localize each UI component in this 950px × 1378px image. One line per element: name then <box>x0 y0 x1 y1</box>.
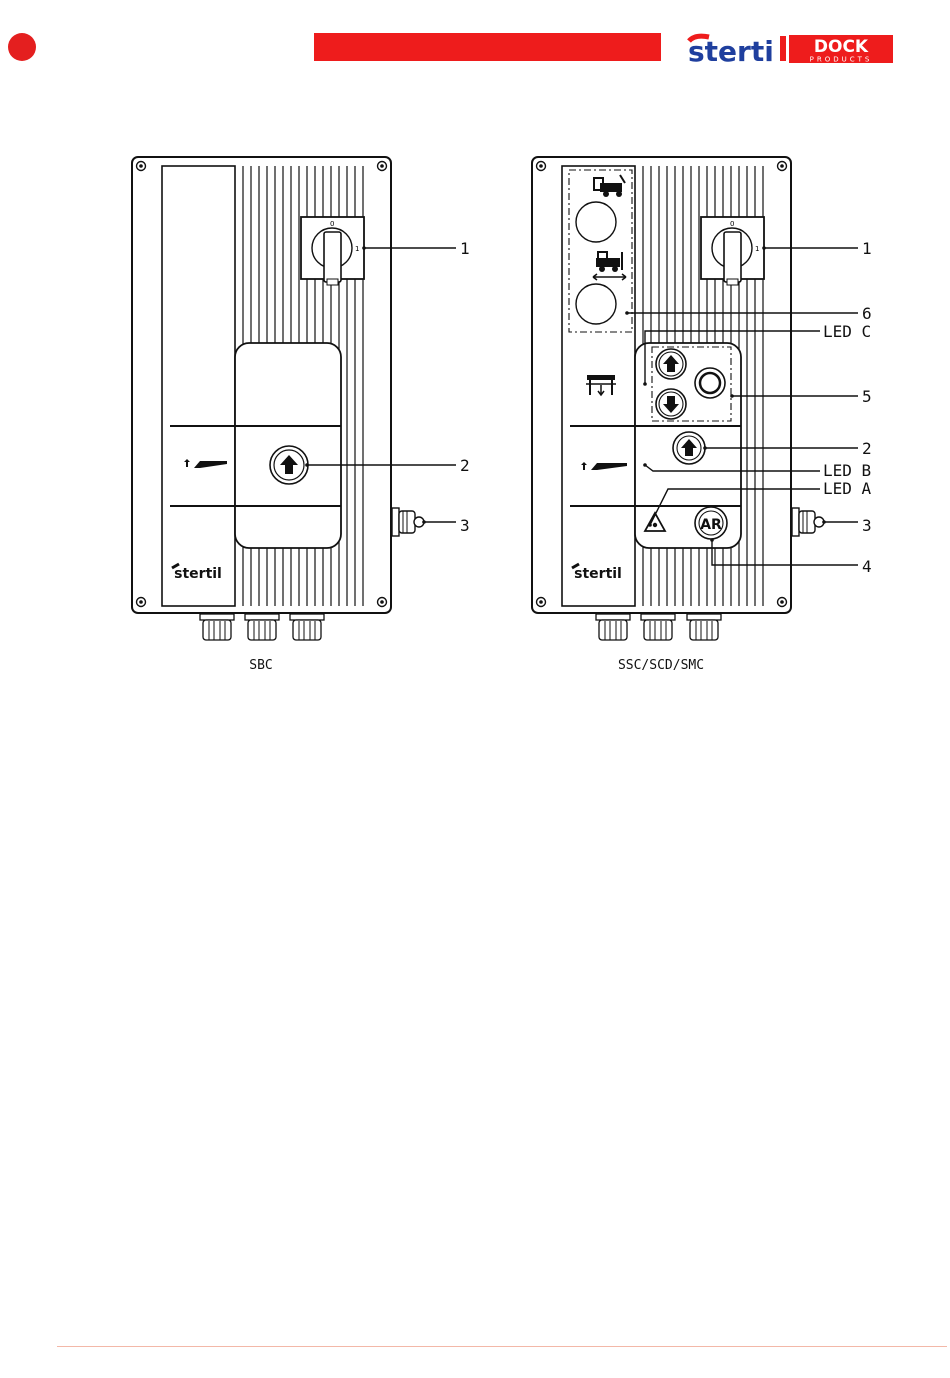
callout-1: 1 <box>862 239 872 258</box>
up-button[interactable] <box>270 446 308 484</box>
stertil-panel-logo: stertil <box>172 564 222 582</box>
callout-3: 3 <box>862 516 872 535</box>
callout-led-a: LED A <box>823 479 872 498</box>
callout-led-b: LED B <box>823 461 871 480</box>
callout-1: 1 <box>460 239 470 258</box>
side-connector <box>392 508 424 536</box>
sbc-control-box: 0 1 stertil <box>132 157 470 673</box>
up-button[interactable] <box>673 432 705 464</box>
indicator-lamp-upper <box>576 202 616 242</box>
callout-2: 2 <box>862 439 872 458</box>
cable-gland <box>641 614 675 640</box>
svg-text:1: 1 <box>755 245 759 253</box>
caption-sbc: SBC <box>249 658 272 673</box>
callout-led-c: LED C <box>823 322 871 341</box>
main-switch[interactable]: 0 1 <box>301 217 364 285</box>
indicator-lamp-lower <box>576 284 616 324</box>
cable-gland <box>290 614 324 640</box>
auto-return-button[interactable]: AR <box>695 507 727 539</box>
lower-down-button[interactable] <box>656 389 686 419</box>
main-switch[interactable]: 0 1 <box>701 217 764 285</box>
cable-gland <box>687 614 721 640</box>
svg-text:0: 0 <box>330 220 334 228</box>
svg-text:stertil: stertil <box>174 566 222 582</box>
cable-gland <box>245 614 279 640</box>
callout-3: 3 <box>460 516 470 535</box>
callout-2: 2 <box>460 456 470 475</box>
cable-gland <box>200 614 234 640</box>
callout-5: 5 <box>862 387 872 406</box>
caption-ssc-scd-smc: SSC/SCD/SMC <box>618 658 704 673</box>
stop-button[interactable] <box>695 368 725 398</box>
dock-leveller-icon <box>586 375 616 395</box>
svg-text:AR: AR <box>700 517 722 533</box>
svg-text:1: 1 <box>355 245 359 253</box>
svg-text:0: 0 <box>730 220 734 228</box>
cable-gland <box>596 614 630 640</box>
lift-up-button[interactable] <box>656 349 686 379</box>
callout-4: 4 <box>862 557 872 576</box>
stertil-panel-logo: stertil <box>572 564 622 582</box>
svg-text:stertil: stertil <box>574 566 622 582</box>
side-connector <box>792 508 824 536</box>
footer-divider <box>57 1346 947 1347</box>
ssc-scd-smc-control-box: 0 1 <box>532 157 872 673</box>
callout-6: 6 <box>862 304 872 323</box>
